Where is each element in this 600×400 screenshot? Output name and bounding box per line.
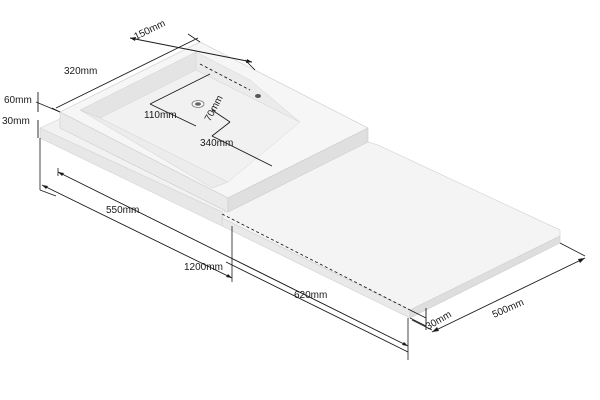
label-320mm: 320mm — [64, 66, 97, 77]
label-1200mm: 1200mm — [184, 262, 223, 273]
basin-base-front — [39, 127, 223, 227]
drain-hole-inner-icon — [195, 102, 201, 106]
label-340mm: 340mm — [200, 138, 233, 149]
basin-block — [39, 41, 369, 227]
dimension-lines — [35, 33, 586, 360]
label-30mm-left: 30mm — [2, 116, 30, 127]
tap-hole-icon — [255, 94, 261, 98]
label-110mm: 110mm — [144, 110, 177, 121]
label-620mm: 620mm — [294, 290, 327, 301]
basin-tap-deck — [195, 51, 301, 123]
countertop-slab — [221, 141, 561, 319]
label-150mm: 150mm — [132, 18, 167, 43]
label-60mm: 60mm — [4, 95, 32, 106]
label-550mm: 550mm — [106, 205, 139, 216]
basin-right-face — [227, 127, 369, 213]
